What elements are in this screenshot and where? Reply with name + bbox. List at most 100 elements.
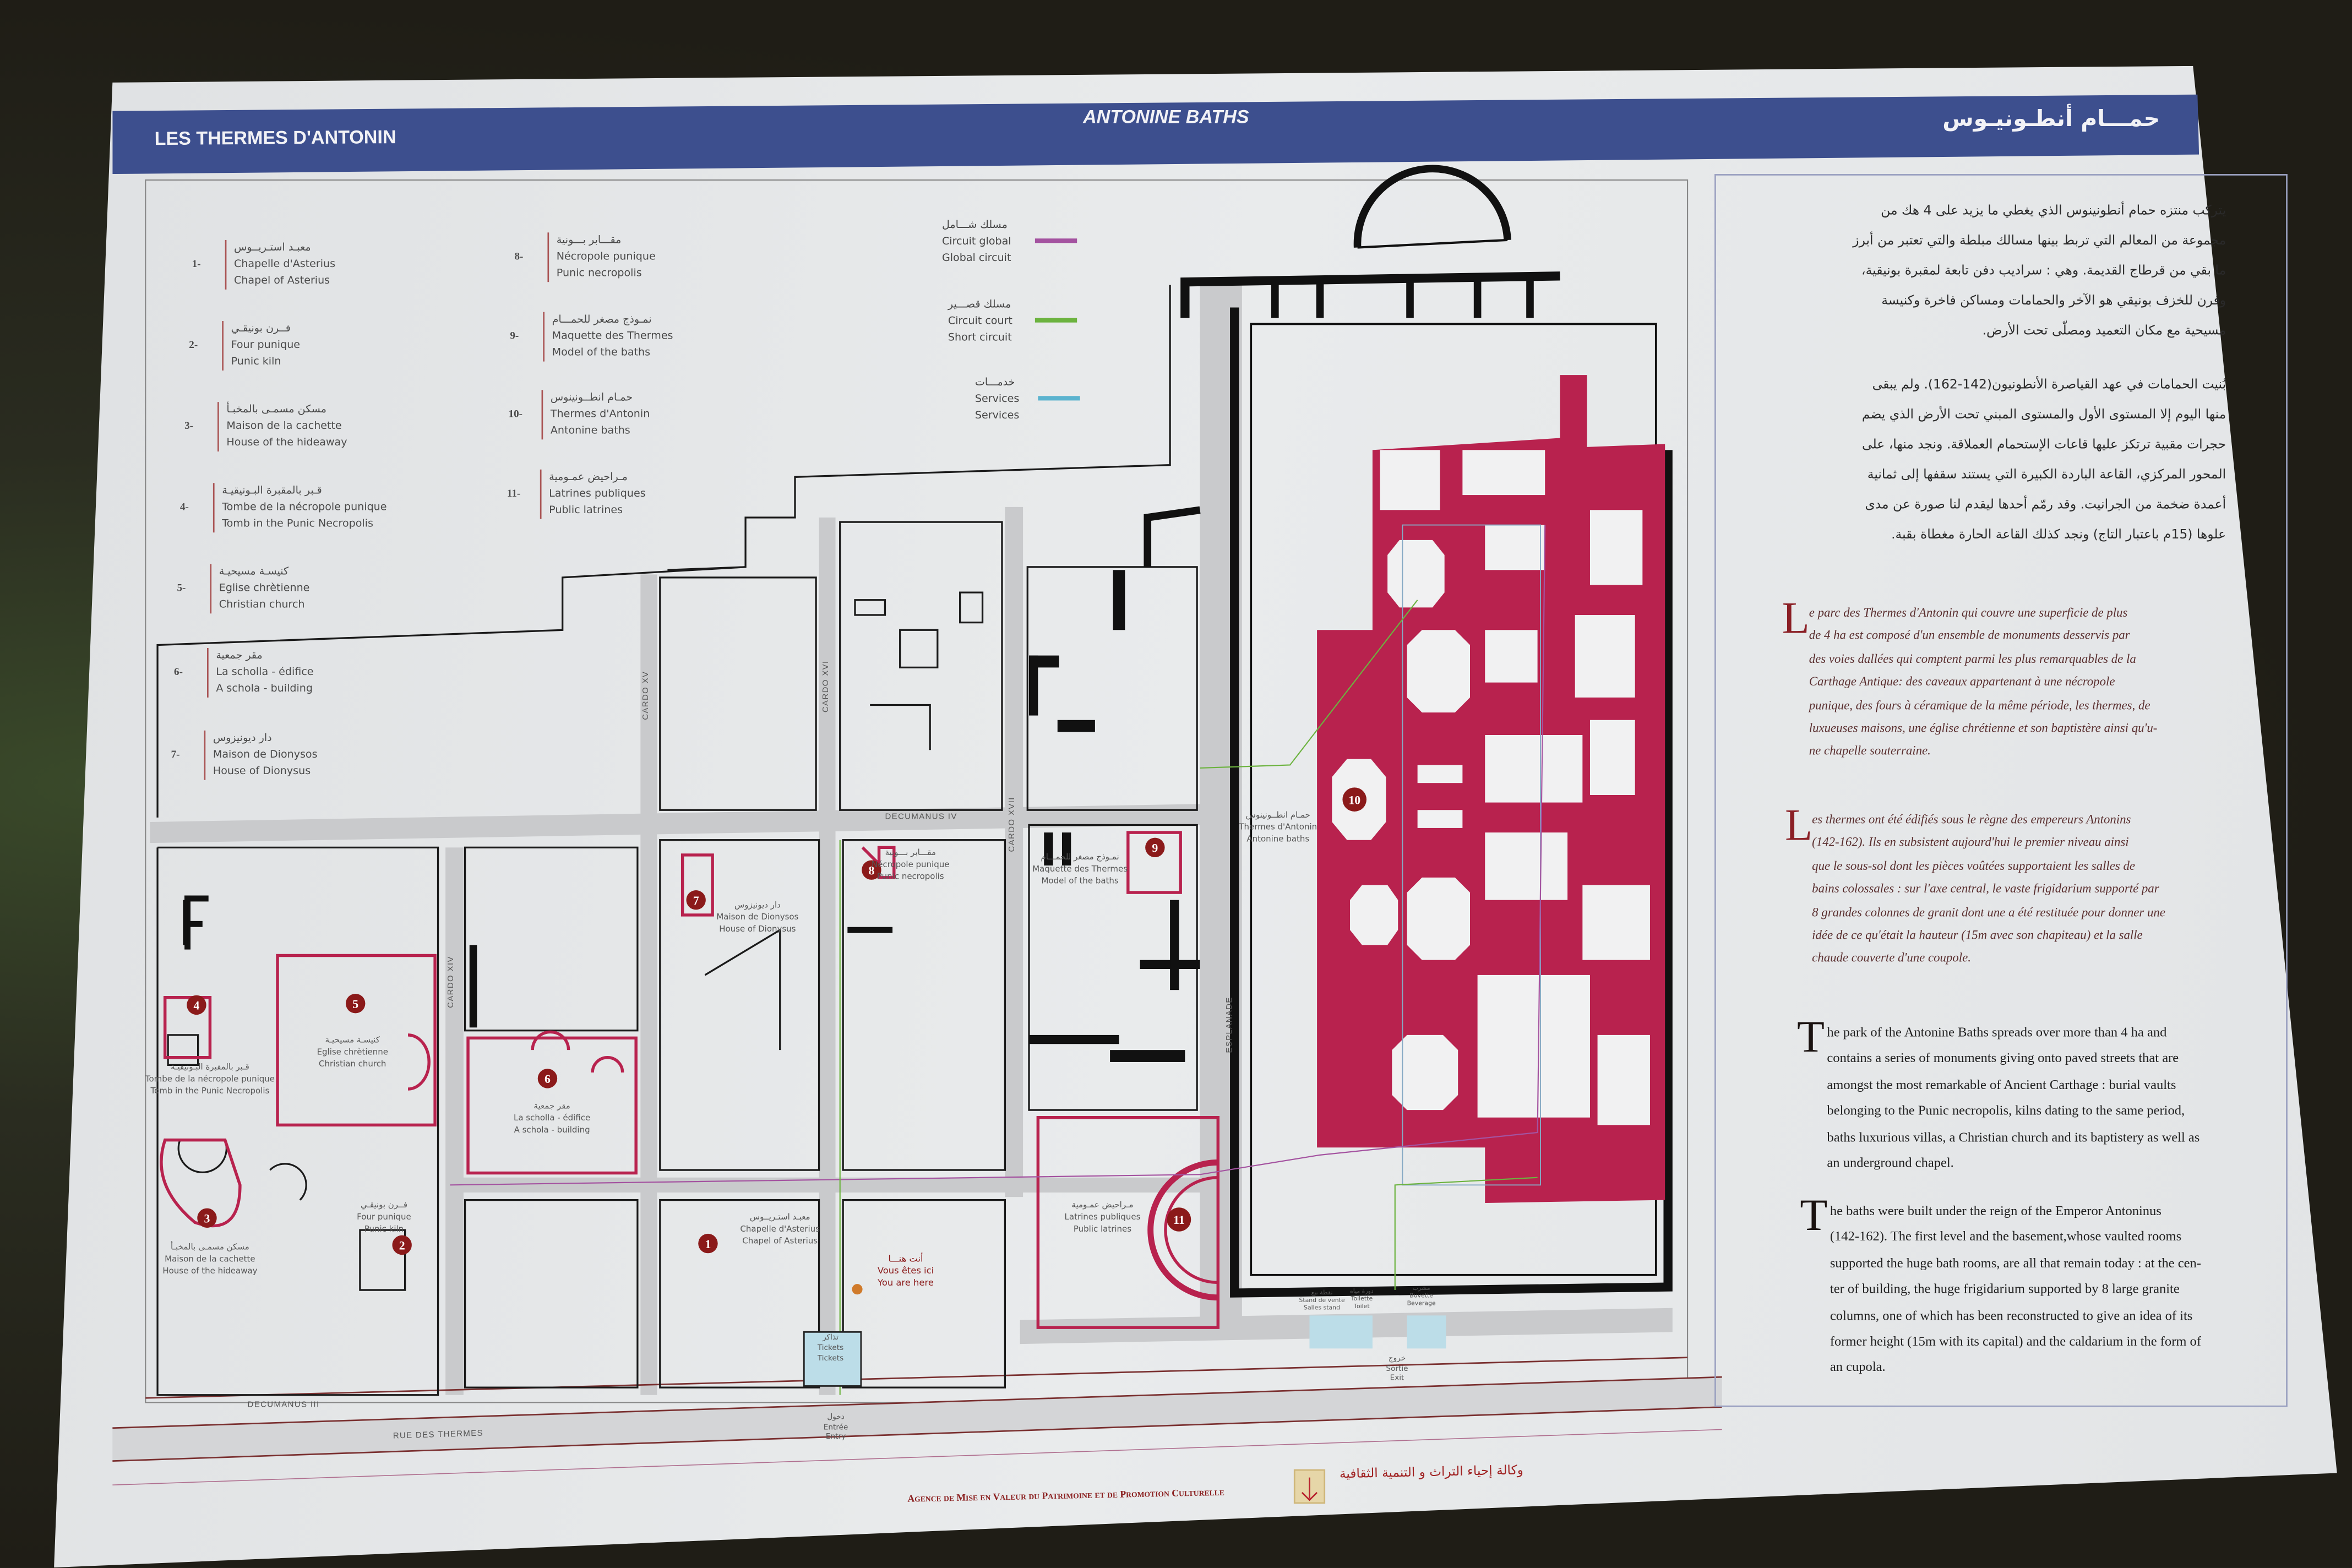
map-label-en: Model of the baths	[1041, 877, 1119, 887]
map-label-ar: مـراحيض عمـومية	[1071, 1201, 1134, 1211]
toilet-label: دورة مياه Toilette Toilet	[1350, 1287, 1374, 1310]
map-site-label: دار ديونيزوس Maison de Dionysos House of…	[716, 900, 798, 936]
legend-item: 4 قـبر بالمقبرة البـونيقيـة Tombe de la …	[180, 483, 387, 533]
marker-number: 7	[693, 894, 699, 907]
circuit-label-ar: خدمـــات	[974, 376, 1015, 389]
paragraph-line: وفرن للخزف بونيقي هو الآخر والحمامات ومس…	[1881, 294, 2226, 309]
tickets-label[interactable]: تذاكر Tickets Tickets	[818, 1333, 843, 1365]
sales-stand-label: نقطة بيع Stand de vente Salles stand	[1299, 1288, 1344, 1311]
legend-item: 2 فــرن بونيقـي Four punique Punic kiln	[189, 321, 300, 371]
circuit-legend-item: مسلك قصـــير Circuit court Short circuit	[948, 297, 1012, 346]
paragraph-line: punique, des fours à céramique de la mêm…	[1809, 698, 2150, 712]
legend-label-fr: Tombe de la nécropole punique	[222, 500, 387, 513]
streets	[112, 285, 1722, 1461]
legend-label-ar: كنيسـة مسيحيـة	[219, 565, 289, 578]
arabic-paragraph-2: بُنيت الحمامات في عهد القياصرة الأنطونيو…	[1862, 371, 2226, 551]
marker-number: 10	[1348, 793, 1360, 807]
legend-label-ar: مقر جمعية	[216, 649, 263, 662]
map-label-ar: مقر جمعية	[533, 1102, 570, 1112]
arabic-paragraph-1: يتركب منتزه حمام أنطونينوس الذي يغطي ما …	[1853, 197, 2226, 346]
paragraph-line: belonging to the Punic necropolis, kilns…	[1827, 1103, 2185, 1118]
marker-circle	[197, 1208, 217, 1228]
tickets-fr: Tickets	[817, 1344, 844, 1353]
street-label-decumanus-iv: DECUMANUS IV	[885, 813, 957, 823]
exit-ar: خروج	[1388, 1354, 1406, 1364]
legend-number: 11	[507, 486, 520, 503]
street-label-esplanade: ESPLANADE	[1225, 997, 1235, 1053]
site-marker[interactable]: 3	[197, 1208, 217, 1228]
legend-label-ar: حمـام انطــونينوس	[550, 391, 633, 404]
cardo-xv	[640, 574, 657, 1395]
you-are-here-ar: أنت هنـــا	[888, 1254, 923, 1265]
legend-label-fr: Thermes d'Antonin	[550, 408, 650, 420]
legend-label-ar: معبـد استـريــوس	[234, 241, 311, 254]
map-label-ar: معبـد استـريــوس	[749, 1213, 810, 1223]
legend-label-ar: فــرن بونيقـي	[231, 322, 291, 335]
site-marker[interactable]: 11	[1167, 1207, 1191, 1232]
site-marker[interactable]: 6	[537, 1069, 558, 1088]
toilet-en: Toilet	[1354, 1302, 1370, 1310]
site-marker[interactable]: 8	[862, 860, 881, 880]
legend-item: 9 نمـوذج مصغر للحمـــام Maquette des The…	[510, 312, 673, 362]
street-label-cardo-xvi: CARDO XVI	[822, 660, 831, 713]
legend-label-en: Antonine baths	[550, 424, 630, 437]
site-marker[interactable]: 9	[1145, 837, 1165, 858]
map-label-en: House of the hideaway	[162, 1267, 258, 1277]
drop-cap: L	[1782, 594, 1810, 644]
paragraph-line: des voies dallées qui comptent parmi les…	[1809, 652, 2136, 666]
circuit-label-en: Services	[974, 409, 1020, 422]
street-label-cardo-xiv: CARDO XIV	[447, 956, 456, 1008]
site-marker[interactable]: 5	[345, 993, 366, 1014]
cardo-xvii	[1005, 507, 1023, 1197]
you-are-here-en: You are here	[878, 1278, 934, 1289]
map-label-en: Punic necropolis	[876, 873, 944, 883]
exit-label[interactable]: خروج Sortie Exit	[1386, 1354, 1408, 1384]
octagon-room	[1387, 540, 1445, 608]
legend-number: 5	[177, 580, 186, 597]
short-circuit-swatch	[1035, 318, 1077, 323]
marker-circle	[698, 1233, 718, 1254]
site-marker[interactable]: 10	[1342, 787, 1367, 812]
map-site-label: مسكن مسمـى بالمخبـأ Maison de la cachett…	[162, 1242, 257, 1278]
map-label-fr: Thermes d'Antonin	[1239, 823, 1317, 833]
map-site-label: حمـام انطــونينوس Thermes d'Antonin Anto…	[1239, 810, 1317, 846]
octagon-room	[1392, 1035, 1458, 1110]
site-marker[interactable]: 2	[392, 1235, 412, 1255]
entry-label[interactable]: دخول Entrée Entry	[824, 1413, 848, 1442]
legend-label-en: Punic kiln	[231, 355, 281, 368]
paragraph-line: بُنيت الحمامات في عهد القياصرة الأنطونيو…	[1872, 378, 2226, 393]
map-label-fr: Tombe de la nécropole punique	[145, 1075, 275, 1085]
map-site-label: معبـد استـريــوس Chapelle d'Asterius Cha…	[740, 1212, 820, 1248]
site-marker[interactable]: 4	[187, 995, 206, 1015]
paragraph-line: chaude couverte d'une coupole.	[1812, 951, 1971, 966]
entry-ar: دخول	[827, 1413, 845, 1422]
marker-circle	[686, 890, 706, 910]
paragraph-line: former height (15m with its capital) and…	[1830, 1333, 2202, 1349]
paragraph-line: he baths were built under the reign of t…	[1830, 1203, 2162, 1218]
beverage-en: Beverage	[1407, 1299, 1436, 1307]
site-marker[interactable]: 7	[686, 890, 706, 910]
map-markers: 1 2 3 4 5 6 7 8 9 10 11	[187, 787, 1367, 1255]
paragraph-line: es thermes ont été édifiés sous le règne…	[1812, 813, 2131, 827]
paragraph-line: que le sous-sol dont les pièces voûtées …	[1812, 859, 2136, 873]
beverage-fr: Buvette	[1409, 1291, 1434, 1299]
legend-label-ar: قـبر بالمقبرة البـونيقيـة	[222, 484, 322, 497]
site-marker[interactable]: 1	[698, 1233, 718, 1254]
marker-circle	[1342, 787, 1367, 812]
decumanus-iv	[150, 804, 1200, 843]
map-label-ar: نمـوذج مصغر للحمـــام	[1041, 853, 1119, 863]
legend-label-en: A schola - building	[216, 682, 313, 695]
sales-stand-fr: Stand de vente	[1299, 1295, 1345, 1304]
paragraph-line: bains colossales : sur l'axe central, le…	[1812, 882, 2159, 896]
paragraph-line: مسيحية مع مكان التعميد ومصلّى تحت الأرض.	[1982, 324, 2226, 339]
legend-number: 9	[510, 329, 519, 345]
marker-number: 4	[193, 999, 199, 1012]
paragraph-line: Carthage Antique: des caveaux appartenan…	[1809, 675, 2115, 689]
legend-label-fr: Maison de Dionysos	[213, 748, 318, 761]
legend-label-en: House of the hideaway	[226, 436, 347, 449]
legend-number: 8	[515, 249, 524, 265]
wall-remains	[184, 570, 1200, 1062]
map-label-en: House of Dionysus	[719, 925, 796, 935]
